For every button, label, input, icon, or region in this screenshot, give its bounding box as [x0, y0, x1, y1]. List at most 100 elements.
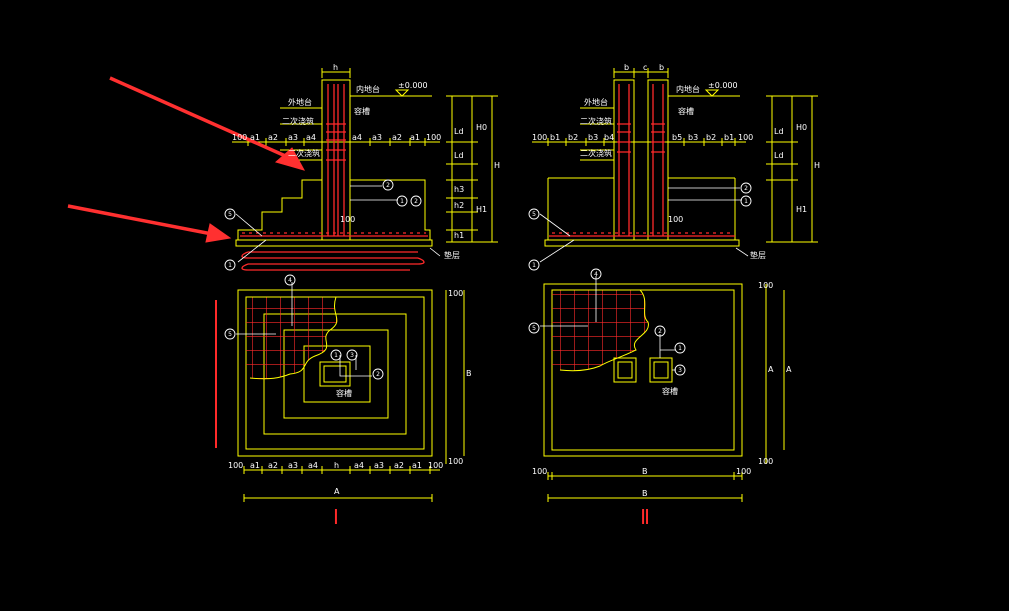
- label-elev-2: ±0.000: [708, 81, 738, 90]
- label-b-right: b: [659, 63, 664, 72]
- svg-text:Ld: Ld: [454, 151, 464, 160]
- svg-text:100: 100: [448, 457, 463, 466]
- svg-text:h2: h2: [454, 201, 464, 210]
- svg-text:a1: a1: [250, 133, 260, 142]
- svg-text:a2: a2: [392, 133, 402, 142]
- label-pour2-1: 二次浇筑: [288, 148, 320, 158]
- label-outer-ground-1: 外地台: [288, 97, 312, 107]
- label-b-left: b: [624, 63, 629, 72]
- footing-right: [350, 179, 431, 240]
- svg-text:a4: a4: [354, 461, 364, 470]
- elevation-1: [232, 68, 498, 247]
- svg-text:100: 100: [448, 289, 463, 298]
- label-A-1: A: [334, 487, 340, 496]
- svg-text:a2: a2: [394, 461, 404, 470]
- svg-text:a3: a3: [372, 133, 382, 142]
- labels: h b c b ±0.000 ±0.000 外地台 内地台 容槽 二次浇筑 二次…: [228, 63, 820, 498]
- plan-2-outer: [543, 283, 743, 457]
- label-pour1-1: 二次浇筑: [282, 116, 314, 126]
- svg-text:a2: a2: [268, 461, 278, 470]
- svg-text:b3: b3: [588, 133, 598, 142]
- svg-text:a3: a3: [288, 133, 298, 142]
- label-B-1: B: [466, 369, 472, 378]
- svg-text:H0: H0: [796, 123, 807, 132]
- elev-marker-2: [704, 89, 720, 97]
- label-B-2: B: [642, 489, 648, 498]
- svg-text:b1: b1: [550, 133, 560, 142]
- column-plan-2a: [613, 357, 637, 383]
- svg-text:100: 100: [668, 215, 683, 224]
- svg-text:100: 100: [758, 457, 773, 466]
- label-inner-ground-2: 内地台: [676, 84, 700, 94]
- svg-text:a4: a4: [306, 133, 316, 142]
- annotation-arrows: [67, 76, 306, 243]
- cushion-layer-2: [544, 239, 740, 247]
- svg-text:100: 100: [532, 133, 547, 142]
- svg-text:b1: b1: [724, 133, 734, 142]
- rebar-elevation-2: [549, 84, 735, 237]
- svg-text:h: h: [334, 461, 339, 470]
- cushion-layer-1: [235, 239, 433, 247]
- svg-text:5: 5: [532, 211, 536, 218]
- svg-text:Ld: Ld: [774, 151, 784, 160]
- footing-2: [547, 177, 736, 240]
- elev-marker-1: [394, 89, 410, 97]
- svg-text:H0: H0: [476, 123, 487, 132]
- svg-text:b4: b4: [604, 133, 614, 142]
- svg-text:1: 1: [400, 198, 404, 205]
- svg-text:1: 1: [228, 262, 232, 269]
- label-pour1-2: 二次浇筑: [580, 116, 612, 126]
- svg-text:4: 4: [288, 277, 292, 284]
- svg-text:5: 5: [228, 211, 232, 218]
- svg-text:100: 100: [738, 133, 753, 142]
- title-II: Ⅱ: [640, 505, 650, 529]
- svg-text:100: 100: [228, 461, 243, 470]
- column-plan-1: [319, 361, 351, 387]
- label-pour2-2: 二次浇筑: [580, 148, 612, 158]
- label-A-2-a: A: [768, 365, 774, 374]
- svg-text:h3: h3: [454, 185, 464, 194]
- label-elev-1: ±0.000: [398, 81, 428, 90]
- label-inner-ground-1: 内地台: [356, 84, 380, 94]
- svg-text:H1: H1: [796, 205, 807, 214]
- label-cup-plan-1: 容槽: [336, 388, 352, 398]
- svg-text:5: 5: [228, 331, 232, 338]
- svg-text:100: 100: [340, 215, 355, 224]
- dim-h: [321, 68, 351, 78]
- svg-text:a4: a4: [308, 461, 318, 470]
- svg-text:1: 1: [334, 352, 338, 359]
- label-cushion-2: 垫层: [750, 250, 766, 260]
- column-2b: [647, 79, 669, 241]
- svg-text:2: 2: [376, 371, 380, 378]
- label-B-2-top: B: [642, 467, 648, 476]
- label-cup-2: 容槽: [678, 106, 694, 116]
- svg-text:4: 4: [594, 271, 598, 278]
- label-A-2-b: A: [786, 365, 792, 374]
- svg-text:b2: b2: [706, 133, 716, 142]
- vertical-dims-1: [451, 96, 493, 242]
- svg-text:a1: a1: [250, 461, 260, 470]
- svg-text:H: H: [814, 161, 820, 170]
- svg-text:5: 5: [532, 325, 536, 332]
- label-100-a-right: 100: [426, 133, 441, 142]
- markers: [224, 179, 752, 380]
- svg-text:100: 100: [758, 281, 773, 290]
- svg-text:100: 100: [736, 467, 751, 476]
- svg-text:a4: a4: [352, 133, 362, 142]
- svg-text:Ld: Ld: [454, 127, 464, 136]
- label-cup-1: 容槽: [354, 106, 370, 116]
- arrow-1-head: [274, 147, 306, 171]
- svg-text:100: 100: [532, 467, 547, 476]
- label-h: h: [333, 63, 338, 72]
- svg-text:1: 1: [532, 262, 536, 269]
- svg-text:Ld: Ld: [774, 127, 784, 136]
- svg-text:100: 100: [428, 461, 443, 470]
- arrow-1: [109, 76, 291, 160]
- svg-text:2: 2: [744, 185, 748, 192]
- arrow-2-head: [205, 223, 232, 243]
- svg-text:a3: a3: [374, 461, 384, 470]
- svg-text:a1: a1: [410, 133, 420, 142]
- section-titles: Ⅰ Ⅱ: [333, 505, 650, 529]
- plan-2-mesh: [552, 289, 649, 372]
